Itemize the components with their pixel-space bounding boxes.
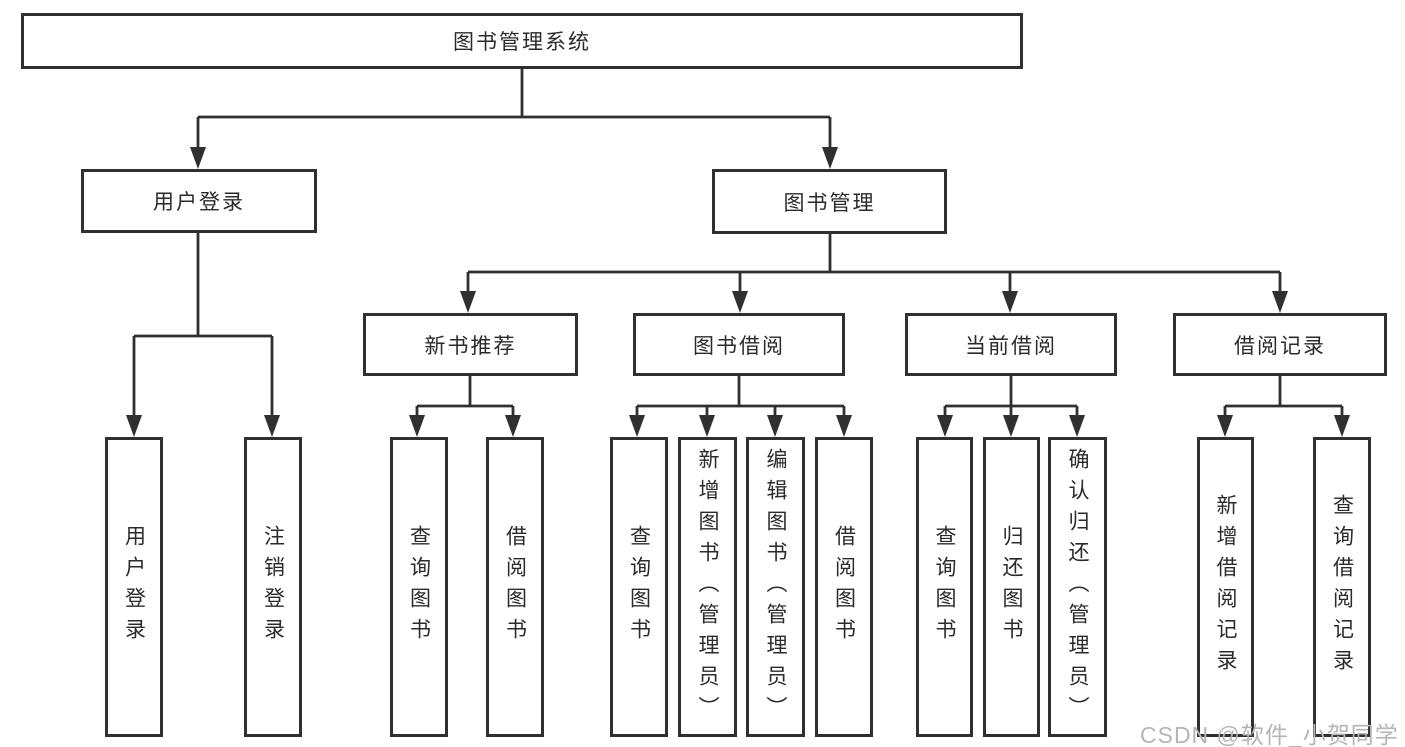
node-borrowing-records: 借阅记录	[1173, 313, 1387, 376]
leaf-query-books: 查询图书	[390, 437, 448, 737]
leaf-query-books: 查询图书	[610, 437, 668, 737]
leaf-label: 查询借阅记录	[1330, 494, 1354, 680]
node-label: 用户登录	[153, 191, 245, 214]
node-current-borrowing: 当前借阅	[905, 313, 1117, 376]
leaf-label: 查询图书	[407, 525, 431, 649]
arrowhead-icons	[126, 147, 1350, 437]
leaf-label: 新增图书（管理员）	[696, 447, 719, 727]
node-label: 图书管理	[783, 191, 876, 215]
leaf-label: 注销登录	[261, 525, 285, 649]
node-new-book-recommendation: 新书推荐	[363, 313, 578, 376]
node-label: 新书推荐	[424, 334, 517, 358]
node-book-management: 图书管理	[712, 169, 947, 234]
leaf-query-borrow-record: 查询借阅记录	[1313, 437, 1371, 737]
leaf-logout: 注销登录	[244, 437, 302, 737]
node-library-management-system: 图书管理系统	[21, 13, 1023, 69]
node-label: 借阅记录	[1234, 334, 1326, 358]
leaf-edit-book-admin: 编辑图书（管理员）	[746, 437, 805, 737]
leaf-confirm-return-admin: 确认归还（管理员）	[1048, 437, 1107, 737]
leaf-label: 编辑图书（管理员）	[764, 447, 787, 727]
leaf-label: 查询图书	[627, 525, 651, 649]
leaf-label: 新增借阅记录	[1214, 494, 1237, 680]
leaf-borrow-books: 借阅图书	[486, 437, 544, 737]
node-book-borrowing: 图书借阅	[633, 313, 845, 376]
leaf-add-book-admin: 新增图书（管理员）	[678, 437, 737, 737]
leaf-borrow-books: 借阅图书	[815, 437, 873, 737]
node-label: 图书借阅	[693, 334, 785, 358]
leaf-label: 确认归还（管理员）	[1066, 447, 1089, 727]
node-user-login: 用户登录	[81, 169, 317, 233]
leaf-label: 查询图书	[933, 525, 956, 649]
leaf-query-books: 查询图书	[916, 437, 973, 737]
leaf-label: 归还图书	[1000, 525, 1023, 649]
leaf-add-borrow-record: 新增借阅记录	[1197, 437, 1254, 737]
node-label: 当前借阅	[965, 334, 1057, 358]
leaf-label: 借阅图书	[832, 525, 856, 649]
csdn-watermark: CSDN @软件_小贺同学	[1140, 722, 1399, 747]
node-label: 图书管理系统	[453, 31, 591, 54]
leaf-label: 用户登录	[122, 525, 146, 649]
leaf-return-books: 归还图书	[983, 437, 1040, 737]
leaf-user-login: 用户登录	[105, 437, 163, 737]
leaf-label: 借阅图书	[503, 525, 527, 649]
